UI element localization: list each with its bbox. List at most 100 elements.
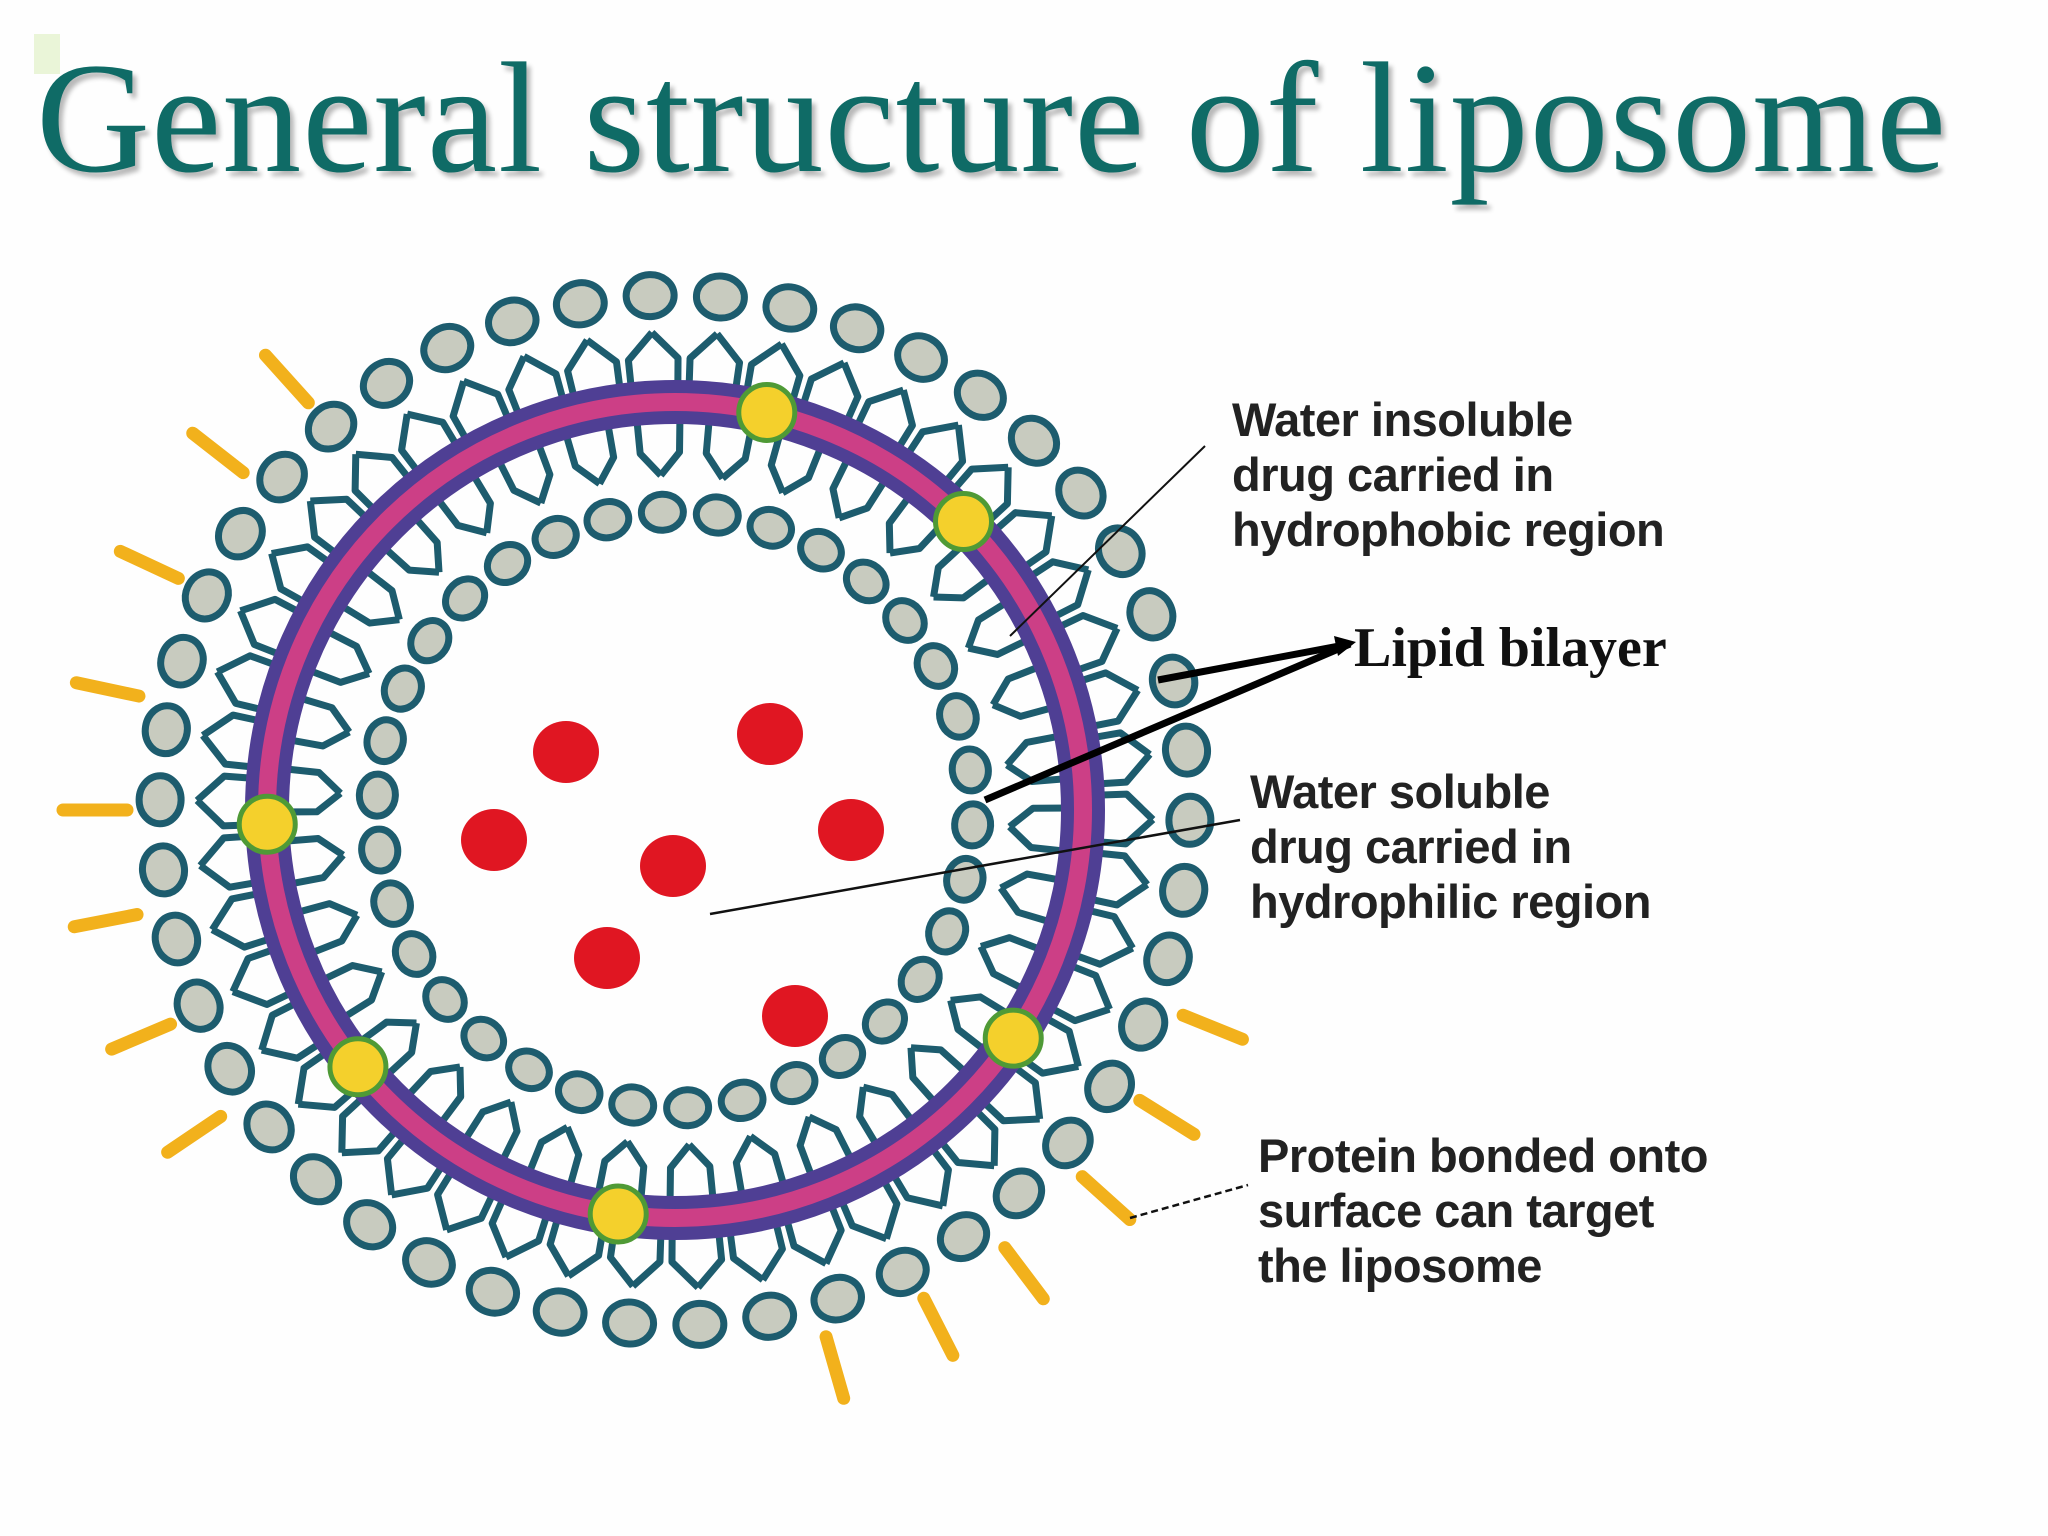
inner-phospholipid-tail: [933, 571, 998, 602]
outer-phospholipid-tail: [229, 944, 280, 994]
label-water-insoluble-drug: Water insoluble drug carried in hydropho…: [1232, 393, 1665, 556]
outer-phospholipid-tail: [969, 1104, 999, 1166]
inner-phospholipid-head: [925, 907, 970, 956]
inner-phospholipid-tail: [964, 595, 1015, 650]
outer-phospholipid-tail: [505, 355, 528, 421]
outer-phospholipid-head: [894, 332, 948, 383]
inner-phospholipid-head: [692, 493, 742, 537]
outer-phospholipid-head: [552, 279, 608, 329]
inner-phospholipid-tail: [1007, 824, 1072, 856]
outer-phospholipid-head: [420, 322, 475, 374]
outer-phospholipid-tail: [215, 652, 282, 675]
outer-phospholipid-tail: [935, 1135, 995, 1170]
outer-phospholipid-head: [742, 1291, 798, 1341]
inner-phospholipid-tail: [596, 417, 618, 486]
outer-phospholipid-head: [1165, 792, 1215, 848]
outer-phospholipid-tail: [198, 862, 262, 891]
outer-phospholipid-tail: [260, 1037, 326, 1062]
inner-phospholipid-head: [663, 1086, 713, 1130]
outer-phospholipid-tail: [892, 389, 916, 455]
outer-phospholipid-head: [532, 1287, 588, 1337]
outer-phospholipid-tail: [209, 889, 264, 932]
inner-phospholipid-head: [370, 879, 414, 928]
outer-phospholipid-tail: [434, 1165, 458, 1231]
outer-phospholipid-head: [1159, 862, 1209, 918]
outer-phospholipid-tail: [504, 1209, 552, 1261]
outer-phospholipid-head: [1148, 653, 1199, 709]
inner-phospholipid-tail: [979, 934, 1049, 956]
outer-phospholipid-tail: [1094, 790, 1156, 823]
surface-protein: [917, 1291, 960, 1362]
bilayer-arrow-outer: [1157, 640, 1351, 684]
outer-phospholipid-tail: [926, 1142, 952, 1207]
outer-phospholipid-head: [953, 369, 1007, 421]
label-water-soluble-drug: Water soluble drug carried in hydrophili…: [1250, 765, 1651, 928]
inner-phospholipid-tail: [319, 625, 373, 675]
inner-phospholipid-tail: [335, 970, 386, 1025]
outer-phospholipid-tail: [398, 413, 424, 478]
outer-phospholipid-tail: [948, 463, 1009, 496]
outer-phospholipid-head: [1161, 722, 1212, 778]
outer-phospholipid-tail: [294, 1047, 333, 1105]
outer-phospholipid-head: [135, 772, 185, 828]
outer-phospholipid-tail: [778, 342, 804, 408]
surface-protein: [67, 908, 144, 934]
slide-corner-accent: [34, 34, 60, 74]
outer-phospholipid-tail: [200, 711, 266, 739]
inner-phospholipid-head: [951, 800, 995, 850]
water-soluble-drug: [574, 927, 640, 989]
outer-phospholipid-head: [810, 1273, 865, 1324]
outer-phospholipid-tail: [887, 1168, 944, 1210]
soluble-drug-leader: [709, 818, 1241, 916]
outer-phospholipid-head: [243, 1100, 295, 1154]
outer-phospholipid-tail: [989, 509, 1053, 537]
inner-phospholipid-head: [505, 1047, 553, 1093]
surface-protein: [1133, 1093, 1201, 1141]
outer-phospholipid-tail: [668, 1229, 701, 1290]
water-soluble-drug: [818, 799, 884, 861]
outer-phospholipid-head: [1126, 587, 1177, 642]
label-surface-protein: Protein bonded onto surface can target t…: [1258, 1129, 1709, 1292]
inner-phospholipid-tail: [658, 411, 684, 478]
outer-phospholipid-tail: [564, 338, 591, 403]
outer-phospholipid-head: [151, 911, 202, 967]
inner-phospholipid-tail: [301, 664, 371, 686]
inner-phospholipid-head: [407, 617, 453, 665]
protein-leader: [1129, 1183, 1249, 1220]
inner-phospholipid-tail: [907, 1047, 943, 1110]
water-soluble-drug: [640, 835, 706, 897]
outer-phospholipid-tail: [1039, 1012, 1082, 1068]
water-insoluble-drug: [236, 793, 298, 855]
inner-phospholipid-tail: [702, 413, 726, 481]
inner-phospholipid-tail: [282, 728, 351, 750]
outer-phospholipid-head: [402, 1237, 456, 1288]
inner-phospholipid-head: [460, 1015, 508, 1062]
outer-phospholipid-head: [992, 1167, 1046, 1220]
outer-phospholipid-tail: [231, 987, 298, 1008]
page-title: General structure of liposome: [36, 31, 1948, 206]
inner-phospholipid-tail: [407, 510, 443, 573]
inner-phospholipid-head: [608, 1083, 658, 1127]
inner-phospholipid-head: [637, 490, 687, 534]
inner-phospholipid-tail: [837, 472, 892, 522]
inner-phospholipid-tail: [292, 692, 353, 735]
outer-phospholipid-tail: [939, 424, 967, 489]
inner-phospholipid-tail: [732, 1134, 754, 1203]
outer-phospholipid-head: [762, 283, 818, 333]
outer-phospholipid-tail: [1017, 515, 1056, 573]
outer-phospholipid-tail: [1047, 568, 1092, 623]
outer-phospholipid-tail: [1064, 960, 1113, 1011]
surface-protein: [819, 1330, 851, 1405]
inner-phospholipid-head: [797, 527, 845, 573]
outer-phospholipid-tail: [630, 1229, 665, 1289]
outer-phospholipid-tail: [1074, 669, 1140, 694]
inner-phospholipid-head: [422, 976, 468, 1023]
inner-phospholipid-tail: [492, 453, 543, 507]
outer-phospholipid-head: [829, 303, 885, 354]
inner-phospholipid-tail: [967, 633, 1036, 658]
outer-phospholipid-head: [936, 1211, 991, 1263]
inner-phospholipid-head: [936, 692, 980, 741]
inner-phospholipid-tail: [564, 1125, 583, 1195]
outer-phospholipid-tail: [836, 1194, 888, 1242]
